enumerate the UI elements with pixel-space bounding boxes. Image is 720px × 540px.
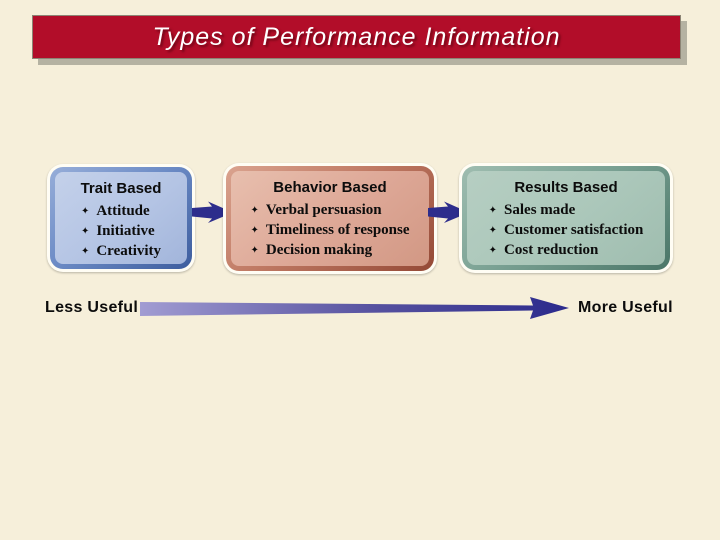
list-item: ✦ Timeliness of response <box>250 221 409 241</box>
list-item: ✦ Verbal persuasion <box>250 201 409 221</box>
results-based-box-fill: Results Based ✦ Sales made ✦ Customer sa… <box>467 171 665 265</box>
list-item: ✦ Decision making <box>250 241 409 261</box>
trait-based-box-border: Trait Based ✦ Attitude ✦ Initiative ✦ Cr… <box>50 167 192 269</box>
behavior-based-heading: Behavior Based <box>273 179 387 196</box>
trait-based-box: Trait Based ✦ Attitude ✦ Initiative ✦ Cr… <box>47 164 195 272</box>
usefulness-gradient-arrow-icon <box>140 297 569 319</box>
title-banner: Types of Performance Information <box>32 15 681 59</box>
diamond-bullet-icon: ✦ <box>488 205 498 216</box>
list-item-label: Timeliness of response <box>265 221 410 238</box>
list-item-label: Decision making <box>265 241 373 258</box>
results-based-box-border: Results Based ✦ Sales made ✦ Customer sa… <box>462 166 670 270</box>
list-item-label: Verbal persuasion <box>265 202 382 218</box>
more-useful-label: More Useful <box>578 299 673 316</box>
behavior-based-box-border: Behavior Based ✦ Verbal persuasion ✦ Tim… <box>226 166 434 271</box>
list-item: ✦ Creativity <box>81 242 161 262</box>
behavior-based-box-fill: Behavior Based ✦ Verbal persuasion ✦ Tim… <box>231 171 429 266</box>
list-item: ✦ Sales made <box>489 201 644 221</box>
trait-based-list: ✦ Attitude ✦ Initiative ✦ Creativity <box>81 202 161 261</box>
less-useful-label: Less Useful <box>45 299 139 316</box>
list-item: ✦ Initiative <box>81 222 161 242</box>
right-arrow-icon <box>428 201 469 223</box>
diamond-bullet-icon: ✦ <box>250 224 259 236</box>
diamond-bullet-icon: ✦ <box>250 205 259 216</box>
behavior-based-list: ✦ Verbal persuasion ✦ Timeliness of resp… <box>250 201 409 260</box>
list-item-label: Creativity <box>96 242 162 259</box>
list-item-label: Initiative <box>96 222 155 239</box>
diamond-bullet-icon: ✦ <box>80 206 90 217</box>
diamond-bullet-icon: ✦ <box>250 244 259 256</box>
list-item-label: Sales made <box>504 202 576 218</box>
trait-based-heading: Trait Based <box>80 180 162 197</box>
results-based-box: Results Based ✦ Sales made ✦ Customer sa… <box>459 163 673 273</box>
diamond-bullet-icon: ✦ <box>80 245 90 257</box>
list-item-label: Customer satisfaction <box>504 221 644 238</box>
right-arrow-icon <box>192 201 233 223</box>
page-title: Types of Performance Information <box>152 22 561 51</box>
behavior-based-box: Behavior Based ✦ Verbal persuasion ✦ Tim… <box>223 163 437 274</box>
results-based-heading: Results Based <box>514 179 618 196</box>
list-item-label: Cost reduction <box>504 241 599 258</box>
list-item: ✦ Attitude <box>81 202 161 222</box>
diamond-bullet-icon: ✦ <box>80 225 90 237</box>
diamond-bullet-icon: ✦ <box>488 244 498 256</box>
list-item: ✦ Cost reduction <box>489 241 644 261</box>
results-based-list: ✦ Sales made ✦ Customer satisfaction ✦ C… <box>489 201 644 260</box>
list-item-label: Attitude <box>96 203 150 219</box>
diamond-bullet-icon: ✦ <box>488 224 498 236</box>
list-item: ✦ Customer satisfaction <box>489 221 644 241</box>
trait-based-box-fill: Trait Based ✦ Attitude ✦ Initiative ✦ Cr… <box>55 172 187 264</box>
